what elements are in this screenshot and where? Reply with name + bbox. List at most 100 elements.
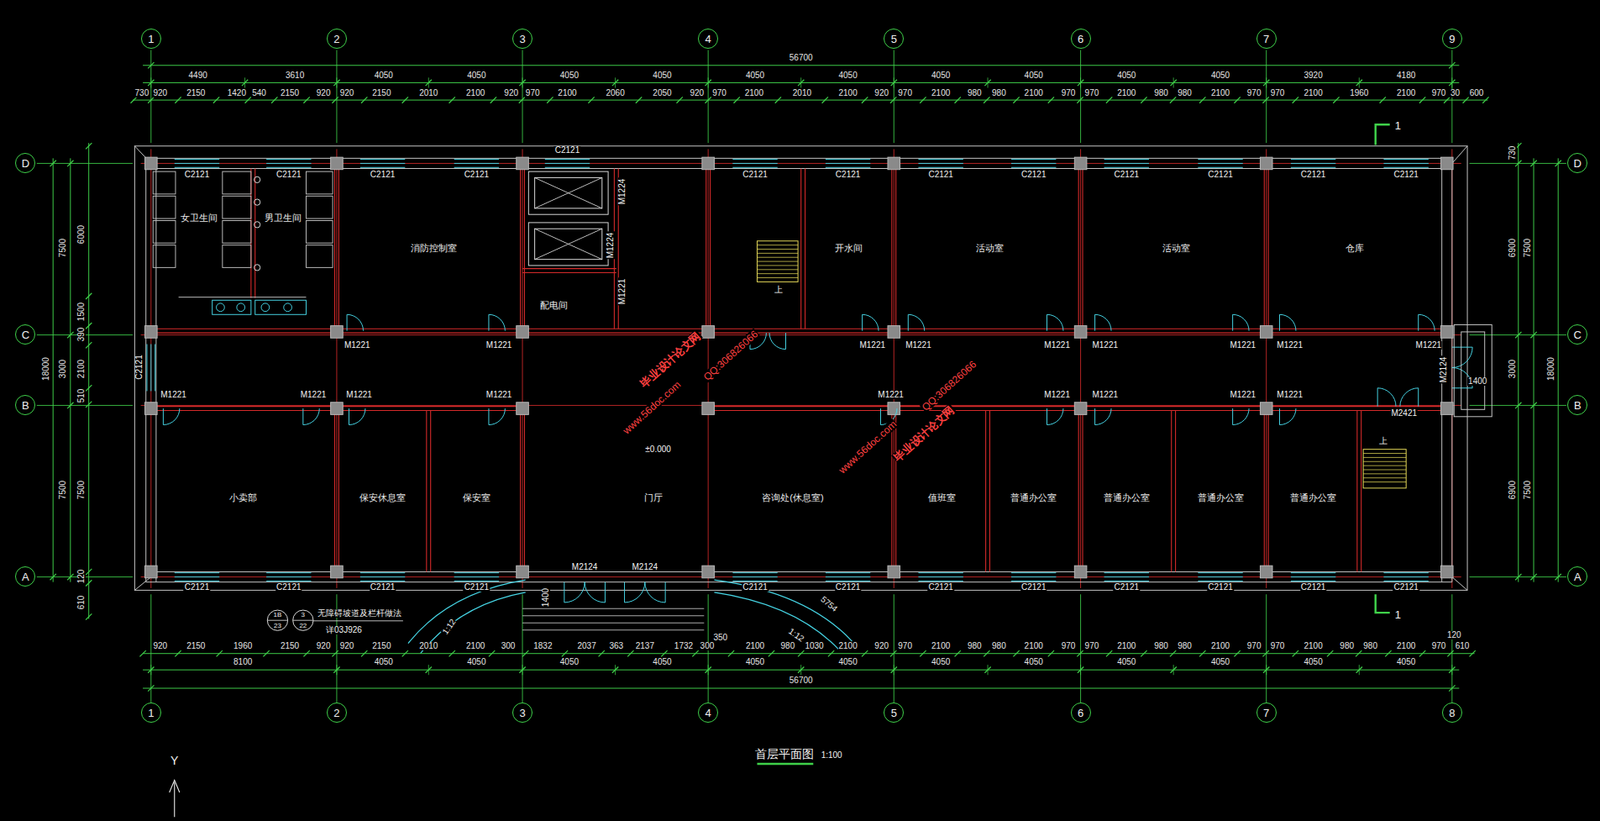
- axis-bubble: 6: [1070, 702, 1092, 723]
- dimension-tick: [85, 613, 92, 620]
- toilet-stall: [152, 220, 176, 243]
- annotation-text: M1221: [485, 390, 514, 399]
- stair: [1363, 449, 1406, 488]
- dimension-text: 2150: [185, 89, 206, 98]
- column: [330, 402, 344, 415]
- axis-extension: [708, 50, 709, 144]
- annotation-text: 1:100: [820, 750, 844, 760]
- room: 保安休息室: [336, 409, 429, 572]
- window: [454, 158, 499, 160]
- dimension-text: 4050: [1116, 71, 1137, 80]
- axis-bubble: 7: [1256, 28, 1277, 49]
- annotation-text: ±0.000: [644, 445, 672, 454]
- dimension-tick: [728, 650, 735, 656]
- column: [1074, 325, 1087, 339]
- outline-corner: [1452, 577, 1468, 591]
- stair-tread: [756, 264, 798, 266]
- entrance-step: [522, 608, 704, 609]
- dimension-tick: [1292, 650, 1299, 656]
- annotation-text: C2121: [463, 170, 490, 179]
- stair-tread: [1363, 461, 1406, 462]
- window: [1383, 158, 1428, 160]
- dimension-tick: [1530, 331, 1537, 338]
- door-swing: [1400, 388, 1419, 407]
- counter: [178, 296, 307, 298]
- interior-wall: [1268, 168, 1270, 330]
- room: 男卫生间: [252, 167, 337, 329]
- toilet-stall: [222, 245, 252, 268]
- dimension-text: 970: [1246, 641, 1263, 651]
- column: [1440, 157, 1454, 170]
- axis-number: 3: [519, 707, 525, 719]
- room-name: 普通办公室: [1197, 492, 1244, 503]
- dimension-text: 970: [1431, 641, 1448, 651]
- window: [918, 162, 963, 164]
- extension-line: [800, 664, 802, 675]
- column: [887, 565, 901, 578]
- dimension-text: 980: [1153, 641, 1170, 651]
- dimension-line: [69, 157, 71, 582]
- extension-line: [800, 77, 802, 88]
- interior-wall: [425, 410, 427, 572]
- dimension-tick: [303, 650, 310, 656]
- window: [174, 158, 220, 160]
- window: [174, 571, 220, 573]
- dimension-text: 30: [1449, 89, 1461, 98]
- dimension-text: 920: [315, 641, 332, 651]
- dimension-tick: [174, 650, 181, 656]
- window: [360, 167, 405, 168]
- axis-number: 7: [1263, 707, 1270, 719]
- detail-callout: [267, 609, 288, 630]
- dimension-text: 1420: [226, 89, 247, 98]
- interior-wall: [891, 168, 892, 330]
- annotation-text: M1221: [1275, 390, 1304, 399]
- section-mark: [1375, 124, 1391, 145]
- annotation-text: M1221: [876, 390, 905, 399]
- dimension-tick: [50, 160, 57, 167]
- column: [1259, 402, 1273, 415]
- window: [174, 167, 220, 168]
- room-name: 小卖部: [229, 492, 258, 503]
- dimension-text: 3920: [1302, 71, 1323, 80]
- entrance-step: [522, 614, 704, 616]
- dimension-text: 3000: [1508, 357, 1517, 378]
- dimension-text: 920: [315, 89, 332, 98]
- interior-wall: [519, 168, 521, 330]
- axis-extension: [150, 50, 152, 144]
- dimension-tick: [1448, 62, 1455, 69]
- axis-extension: [36, 404, 133, 406]
- window: [266, 576, 311, 578]
- dimension-text: 18000: [41, 356, 51, 382]
- elevator-cross: [535, 177, 603, 208]
- callout-divider: [267, 619, 288, 621]
- dimension-text: 2100: [744, 641, 766, 651]
- window: [732, 576, 777, 578]
- annotation-text: C2121: [1300, 582, 1327, 592]
- annotation-text: M1221: [618, 278, 627, 306]
- room: 普通办公室: [1173, 409, 1267, 572]
- dimension-tick: [85, 322, 92, 329]
- window: [1290, 576, 1336, 578]
- dimension-text: 970: [1431, 89, 1448, 98]
- north-axis-head: [169, 779, 180, 793]
- room-name: 消防控制室: [410, 242, 457, 253]
- toilet-stall: [222, 171, 252, 195]
- dimension-tick: [919, 96, 926, 103]
- axis-line: [522, 148, 524, 588]
- door-swing: [564, 582, 585, 603]
- dimension-text: 1960: [232, 641, 253, 651]
- dimension-tick: [561, 650, 568, 656]
- dimension-text: 920: [873, 641, 890, 651]
- axis-number: 6: [1077, 707, 1084, 719]
- stair-tread: [1363, 481, 1406, 483]
- dimension-text: 2100: [1210, 89, 1231, 98]
- dimension-text: 6900: [1508, 237, 1517, 258]
- axis-bubble: 2: [326, 28, 347, 49]
- door-swing: [1047, 314, 1064, 331]
- door-swing: [1095, 314, 1112, 331]
- dimension-tick: [85, 142, 92, 149]
- interior-wall: [1078, 410, 1080, 572]
- interior-wall: [338, 410, 340, 572]
- section-number: 1: [1394, 120, 1402, 132]
